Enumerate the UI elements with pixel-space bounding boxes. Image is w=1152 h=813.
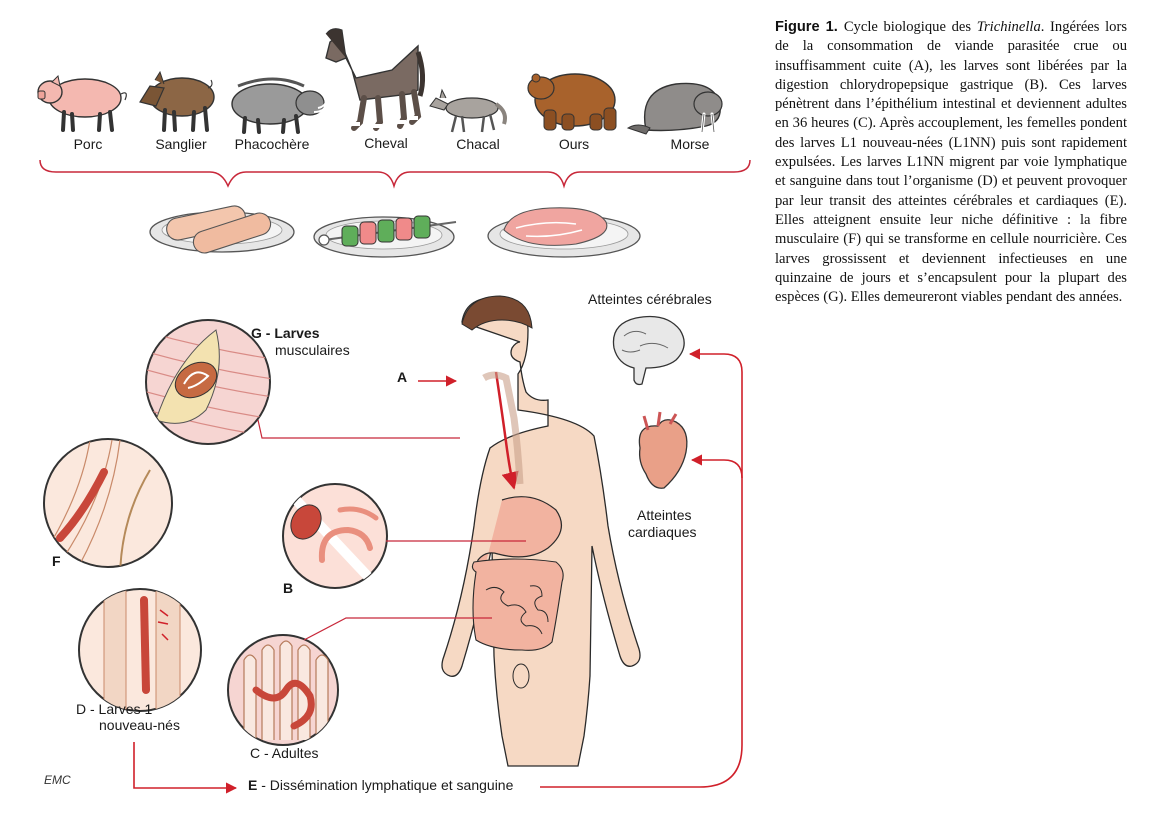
- caption-body: . Ingérées lors de la consommation de vi…: [775, 19, 1128, 306]
- diagram-canvas: Porc Sanglier Phacochère Cheval Chacal O…: [37, 28, 751, 794]
- label-f: F: [52, 553, 61, 569]
- caption-genus: Trichinella: [976, 19, 1041, 35]
- trichinella-life-cycle-diagram: Porc Sanglier Phacochère Cheval Chacal O…: [37, 28, 751, 794]
- bear-icon: [527, 73, 617, 131]
- boar-icon: [139, 70, 215, 132]
- host-label-cheval: Cheval: [364, 135, 408, 151]
- host-label-phacochere: Phacochère: [235, 136, 310, 152]
- label-e: E - Dissémination lymphatique et sanguin…: [248, 777, 514, 793]
- inset-b-stomach-larvae: [282, 483, 388, 589]
- label-g-line1: G - Larves: [251, 325, 320, 341]
- host-label-chacal: Chacal: [456, 136, 500, 152]
- skewer-plate: [313, 215, 457, 258]
- label-heart-line2: cardiaques: [628, 524, 697, 540]
- arrow-e-dissemination: [133, 742, 238, 794]
- host-label-morse: Morse: [671, 136, 710, 152]
- inset-c-adult-worms: [227, 634, 339, 746]
- host-labels: Porc Sanglier Phacochère Cheval Chacal O…: [74, 135, 710, 152]
- arrow-e-heart-branch: [690, 454, 743, 479]
- meat-plate: [487, 207, 641, 258]
- label-a: A: [397, 369, 407, 385]
- pig-icon: [37, 74, 127, 132]
- figure-caption: Figure 1. Cycle biologique des Trichinell…: [775, 18, 1127, 307]
- sausage-plate: [149, 205, 295, 254]
- label-d-line1: D - Larves 1: [76, 701, 152, 717]
- connector-g: [257, 419, 460, 439]
- brain-icon: [612, 315, 685, 386]
- walrus-icon: [626, 82, 723, 135]
- heart-icon: [638, 411, 688, 489]
- label-d-line2: nouveau-nés: [99, 717, 180, 733]
- inset-d-newborn-larvae: [78, 588, 202, 712]
- connector-c: [303, 617, 492, 641]
- host-label-ours: Ours: [559, 136, 589, 152]
- inset-f-muscle-fiber: [43, 438, 173, 568]
- arrow-e-return: [540, 348, 743, 788]
- hosts-bracket: [39, 159, 751, 189]
- jackal-icon: [429, 88, 507, 133]
- host-label-porc: Porc: [74, 136, 103, 152]
- caption-intro: Cycle biologique des: [843, 19, 977, 35]
- inset-g-muscle-larvae: [145, 319, 271, 445]
- caption-figure-label: Figure 1.: [775, 19, 838, 35]
- label-c: C - Adultes: [250, 745, 318, 761]
- emc-logo: EMC: [44, 773, 71, 787]
- label-brain: Atteintes cérébrales: [588, 291, 712, 307]
- human-body: [441, 295, 641, 767]
- host-label-sanglier: Sanglier: [155, 136, 207, 152]
- label-g-line2: musculaires: [275, 342, 350, 358]
- label-heart-line1: Atteintes: [637, 507, 691, 523]
- label-b: B: [283, 580, 293, 596]
- horse-icon: [325, 28, 426, 131]
- warthog-icon: [231, 77, 328, 134]
